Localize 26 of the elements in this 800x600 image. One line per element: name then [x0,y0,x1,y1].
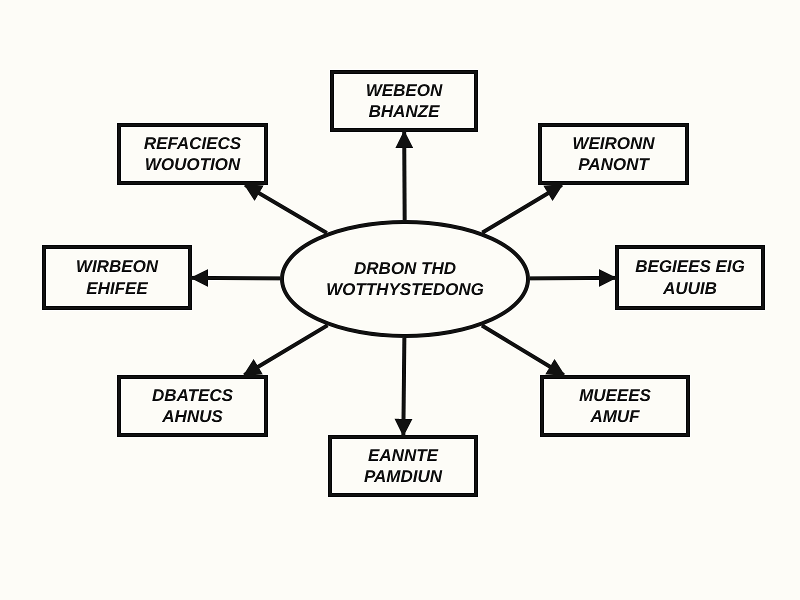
topic-label: DRBON THD WOTTHYSTEDONG [325,258,485,300]
arrow [394,338,412,437]
topic-box [42,245,192,310]
arrow [244,183,328,235]
topic-label: REFACIECS WOUOTION [142,132,242,176]
topic-box [117,123,268,185]
central-ellipse [280,220,530,338]
topic-box [540,375,690,437]
topic-box [328,435,478,497]
arrow [530,268,617,287]
topic-box [330,70,478,132]
topic-label: EANNTE PAMDIUN [362,444,444,488]
topic-label: BEGIEES EIG AUUIB [634,256,746,299]
topic-label: WEBEON BHANZE [364,80,444,122]
arrow [242,324,329,377]
topic-box [117,375,268,437]
arrow [481,183,564,234]
topic-label: DBATECS AHNUS [151,384,234,428]
arrow [395,130,414,220]
topic-box [538,123,689,185]
arrow [190,268,280,287]
topic-label: MUEEES AMUF [578,384,652,428]
topic-label: WIRBEON EHIFEE [74,256,160,299]
topic-box [615,245,765,310]
topic-label: WEIRONN PANONT [571,132,656,176]
arrow [480,324,566,377]
